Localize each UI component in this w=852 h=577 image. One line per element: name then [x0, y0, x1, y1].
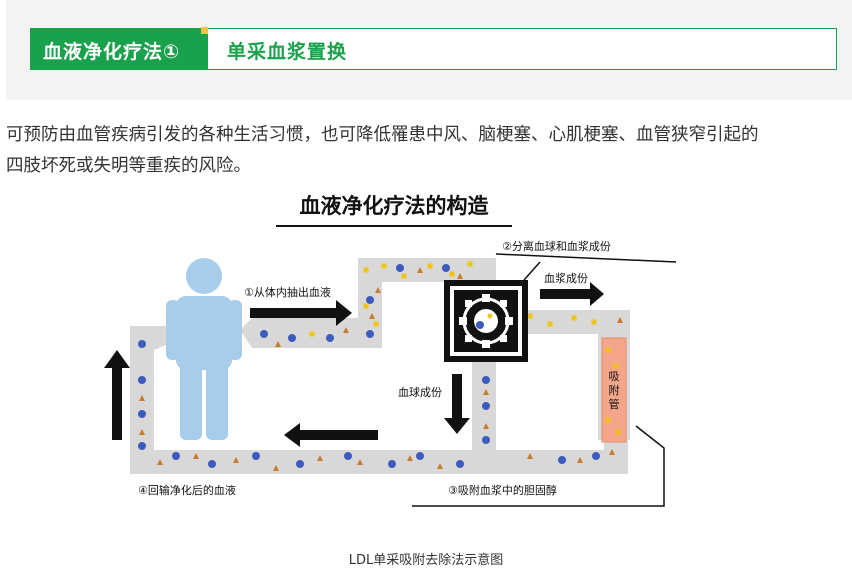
plasma-particle	[427, 263, 433, 269]
lipid-particle	[139, 429, 145, 435]
plasma-particle	[613, 363, 619, 369]
label-extract: ①从体内抽出血液	[244, 285, 331, 299]
blood-cell	[366, 296, 374, 304]
label-adsorb: ③吸附血浆中的胆固醇	[448, 483, 557, 497]
arrow-up-left	[104, 350, 130, 440]
lipid-particle	[357, 459, 363, 465]
plasma-particle	[309, 331, 315, 337]
lipid-particle	[577, 457, 583, 463]
label-separate: ②分离血球和血浆成份	[502, 239, 611, 253]
arrow-return-left	[284, 423, 378, 447]
blood-cell	[388, 460, 396, 468]
plasma-particle	[363, 303, 369, 309]
plasma-particle	[547, 321, 553, 327]
lipid-particle	[139, 395, 145, 401]
plasma-particle	[605, 417, 611, 423]
blood-cell	[456, 460, 464, 468]
banner-subtitle: 单采血浆置换	[227, 41, 348, 63]
lipid-particle	[343, 327, 349, 333]
plasma-particle	[615, 429, 621, 435]
description-paragraph: 可预防由血管疾病引发的各种生活习惯，也可降低罹患中风、脑梗塞、心肌梗塞、血管狭窄…	[6, 120, 852, 182]
adsorption-column: 吸 附 管	[601, 337, 627, 443]
lipid-particle	[609, 449, 615, 455]
lipid-particle	[417, 267, 423, 273]
lipid-particle	[275, 341, 281, 347]
label-plasma: 血浆成份	[544, 271, 588, 285]
lipid-particle	[617, 317, 623, 323]
lipid-particle	[483, 423, 489, 429]
label-return: ④回输净化后的血液	[138, 483, 236, 497]
separator-icon	[444, 280, 528, 362]
lipid-particle	[527, 453, 533, 459]
blood-cell	[138, 340, 146, 348]
plasma-particle	[591, 319, 597, 325]
plasma-particle	[373, 321, 379, 327]
adsorption-char-2: 附	[609, 383, 620, 397]
blood-cell	[326, 334, 334, 342]
lipid-particle	[407, 455, 413, 461]
plasma-particle	[449, 271, 455, 277]
header-card: 血液净化疗法① 单采血浆置换	[6, 0, 852, 100]
blood-cell	[366, 330, 374, 338]
blood-cell	[482, 376, 490, 384]
blood-cell	[442, 264, 450, 272]
lipid-particle	[193, 453, 199, 459]
lipid-particle	[157, 459, 163, 465]
paragraph-line-2: 四肢坏死或失明等重疾的风险。	[6, 156, 251, 176]
plasma-exchange-diagram: 血液净化疗法的构造 吸 附 管	[104, 194, 677, 507]
section-banner: 血液净化疗法① 单采血浆置换	[30, 27, 837, 70]
plasma-particle	[571, 315, 577, 321]
blood-cell	[482, 402, 490, 410]
arrow-blood-cells-down	[444, 374, 470, 434]
arrow-plasma-right	[540, 282, 604, 306]
blood-cell	[344, 452, 352, 460]
blood-cell	[296, 460, 304, 468]
lipid-particle	[369, 313, 375, 319]
blood-cell	[208, 460, 216, 468]
banner-title: 血液净化疗法①	[43, 41, 181, 63]
lipid-particle	[457, 273, 463, 279]
paragraph-line-1: 可预防由血管疾病引发的各种生活习惯，也可降低罹患中风、脑梗塞、心肌梗塞、血管狭窄…	[6, 125, 759, 145]
plasma-particle	[381, 263, 387, 269]
blood-cell	[138, 442, 146, 450]
blood-cell	[558, 456, 566, 464]
patient-figure	[166, 258, 242, 440]
label-blood-cells: 血球成份	[398, 385, 442, 399]
banner-title-block: 血液净化疗法①	[31, 29, 208, 69]
blood-cell	[138, 410, 146, 418]
lipid-particle	[233, 457, 239, 463]
annotation-lines	[412, 253, 677, 507]
arrow-extract-right	[250, 300, 352, 326]
blood-cell	[592, 452, 600, 460]
blood-particles	[138, 261, 623, 471]
diagram-title: 血液净化疗法的构造	[300, 194, 490, 218]
flow-arrows	[104, 282, 604, 447]
plasma-particle	[401, 273, 407, 279]
blood-cell	[416, 452, 424, 460]
blood-cell	[260, 330, 268, 338]
plasma-particle	[605, 347, 611, 353]
blood-cell	[288, 334, 296, 342]
blood-cell	[172, 452, 180, 460]
plasma-particle	[467, 261, 473, 267]
blood-cell	[482, 436, 490, 444]
blood-cell	[252, 452, 260, 460]
adsorption-char-1: 吸	[609, 370, 620, 383]
lipid-particle	[437, 463, 443, 469]
plasma-particle	[527, 313, 533, 319]
figure-caption: LDL单采吸附去除法示意图	[348, 553, 504, 568]
blood-cell	[396, 264, 404, 272]
lipid-particle	[317, 455, 323, 461]
blood-cell	[138, 376, 146, 384]
adsorption-char-3: 管	[609, 397, 620, 411]
banner-accent-dot	[201, 27, 208, 34]
lipid-particle	[483, 389, 489, 395]
lipid-particle	[375, 287, 381, 293]
plasma-particle	[363, 267, 369, 273]
lipid-particle	[273, 465, 279, 471]
